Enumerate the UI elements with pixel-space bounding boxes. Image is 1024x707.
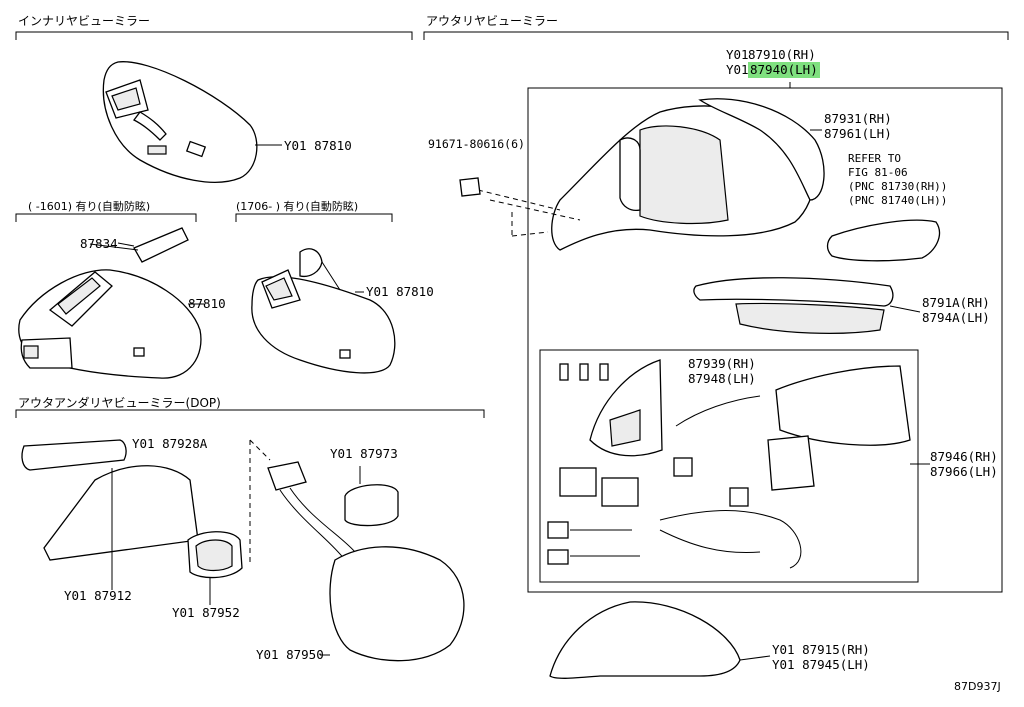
inner-mirror-variant-a-drawing	[18, 227, 205, 379]
outer-mirror-bracket	[423, 31, 1009, 40]
inner-mirror-top-drawing	[102, 61, 282, 183]
part-label-8791a[interactable]: 8791A(RH)	[922, 295, 990, 310]
part-label-87915[interactable]: Y01 87915(RH)	[772, 642, 870, 657]
under-mirror-bracket	[15, 409, 485, 418]
part-label-87966[interactable]: 87966(LH)	[930, 464, 998, 479]
part-label-91671[interactable]: 91671-80616(6)	[428, 137, 525, 151]
inner-mirror-bracket	[15, 31, 413, 40]
part-label-87810-top[interactable]: Y01 87810	[284, 138, 352, 153]
part-label-87834[interactable]: 87834	[80, 236, 118, 251]
leader-8791a	[889, 305, 921, 313]
part-label-87910-prefix: Y01	[726, 47, 749, 62]
section-variant-a: ( -1601) 有り(自動防眩)	[28, 200, 151, 213]
outer-mirror-drawing	[459, 82, 941, 334]
part-label-87945[interactable]: Y01 87945(LH)	[772, 657, 870, 672]
variant-a-bracket	[15, 213, 197, 222]
part-label-87810-right[interactable]: Y01 87810	[366, 284, 434, 299]
under-mirror-drawing	[21, 439, 465, 662]
refer-note-line2: FIG 81-06	[848, 166, 908, 179]
section-inner-mirror: インナリヤビューミラー	[18, 14, 151, 28]
part-label-87940-highlighted[interactable]: 87940(LH)	[748, 62, 820, 78]
part-label-87939[interactable]: 87939(RH)	[688, 356, 756, 371]
part-label-87946[interactable]: 87946(RH)	[930, 449, 998, 464]
part-label-87912[interactable]: Y01 87912	[64, 588, 132, 603]
leader-87834	[117, 242, 135, 247]
part-label-87810-mid[interactable]: 87810	[188, 296, 226, 311]
inner-subassembly-box	[539, 349, 919, 583]
cover-drawing	[549, 601, 771, 679]
variant-b-bracket	[235, 213, 393, 222]
figure-code: 87D937J	[954, 680, 1001, 693]
part-label-87952[interactable]: Y01 87952	[172, 605, 240, 620]
section-under-mirror: アウタアンダリヤビューミラー(DOP)	[18, 396, 221, 410]
part-label-87931[interactable]: 87931(RH)	[824, 111, 892, 126]
outer-assembly-box	[527, 87, 1003, 593]
part-label-87961[interactable]: 87961(LH)	[824, 126, 892, 141]
part-label-87910[interactable]: 87910(RH)	[748, 47, 816, 62]
part-label-87928a[interactable]: Y01 87928A	[132, 436, 208, 451]
section-variant-b: (1706- ) 有り(自動防眩)	[236, 200, 359, 213]
part-label-8794a[interactable]: 8794A(LH)	[922, 310, 990, 325]
refer-note-line1: REFER TO	[848, 152, 901, 165]
inner-mirror-variant-b-drawing	[251, 248, 396, 374]
part-label-87973[interactable]: Y01 87973	[330, 446, 398, 461]
section-outer-mirror: アウタリヤビューミラー	[426, 14, 559, 28]
part-label-87940-prefix: Y01	[726, 62, 749, 77]
refer-note-line3[interactable]: (PNC 81730(RH))	[848, 180, 948, 193]
subassembly-drawing	[547, 359, 930, 569]
part-label-87950[interactable]: Y01 87950	[256, 647, 324, 662]
part-label-87948[interactable]: 87948(LH)	[688, 371, 756, 386]
refer-note-line4[interactable]: (PNC 81740(LH))	[848, 194, 948, 207]
